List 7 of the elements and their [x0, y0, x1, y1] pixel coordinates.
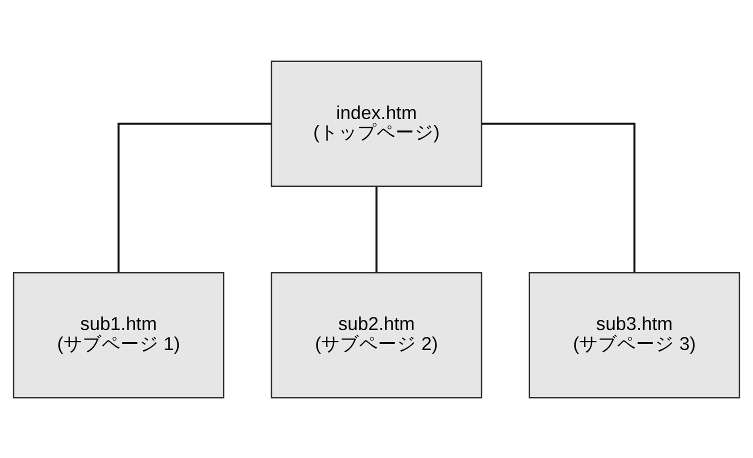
node-box: sub2.htm (サブページ 2) [270, 272, 482, 398]
connector [376, 186, 378, 272]
node-box: index.htm (トップページ) [270, 60, 482, 186]
node-box: sub3.htm (サブページ 3) [528, 272, 740, 398]
node-box: sub1.htm (サブページ 1) [12, 272, 224, 398]
connector [118, 122, 272, 272]
connector [482, 122, 636, 272]
